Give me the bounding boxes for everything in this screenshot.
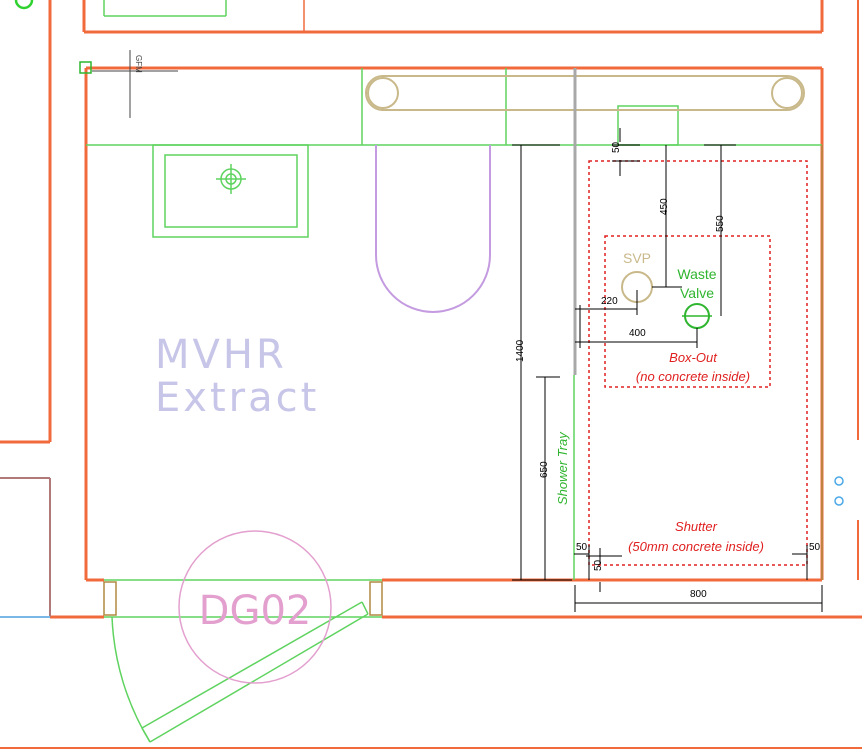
dim-800: 800 — [690, 589, 707, 600]
shower-screen — [573, 68, 577, 580]
basin — [152, 144, 309, 238]
internal-lines — [86, 68, 822, 146]
door — [103, 579, 383, 743]
outlet-icon — [834, 476, 844, 486]
outlet-icon — [834, 496, 844, 506]
dim-right-50: 50 — [809, 542, 821, 553]
dimension-lines: 50 450 550 220 400 1400 650 50 — [512, 128, 823, 612]
toilet — [375, 145, 491, 313]
upper-room-fragments — [103, 0, 305, 32]
waste-label-1: Waste — [677, 266, 716, 282]
shutter-sub: (50mm concrete inside) — [628, 539, 764, 554]
shower-tray-label: Shower Tray — [555, 431, 570, 505]
svp-label: SVP — [623, 250, 651, 266]
dim-220: 220 — [601, 296, 618, 307]
door-tag: DG02 — [178, 530, 332, 684]
shutter-zone — [588, 160, 808, 566]
room-label-line1: MVHR — [155, 332, 287, 378]
room-label-line2: Extract — [155, 375, 319, 421]
dim-450: 450 — [659, 198, 670, 215]
door-tag-text: DG02 — [199, 588, 312, 634]
dim-550: 550 — [715, 215, 726, 232]
dim-left-50: 50 — [576, 542, 588, 553]
box-out-sub: (no concrete inside) — [636, 369, 750, 384]
dim-400: 400 — [629, 328, 646, 339]
dim-1400: 1400 — [515, 339, 526, 362]
dim-top-50: 50 — [611, 141, 622, 153]
waste-label-2: Valve — [680, 285, 714, 301]
box-out-zone — [604, 235, 771, 388]
top-pipe — [365, 75, 805, 111]
crosshair-symbol: GFM — [79, 50, 178, 118]
corner-circle-icon — [14, 0, 34, 10]
dim-650: 650 — [539, 461, 550, 478]
shutter-label: Shutter — [675, 519, 718, 534]
box-out-label: Box-Out — [669, 350, 718, 365]
dim-bottom-50: 50 — [593, 559, 604, 571]
gfm-label: GFM — [134, 55, 143, 73]
waste-valve: Waste Valve — [677, 266, 717, 329]
